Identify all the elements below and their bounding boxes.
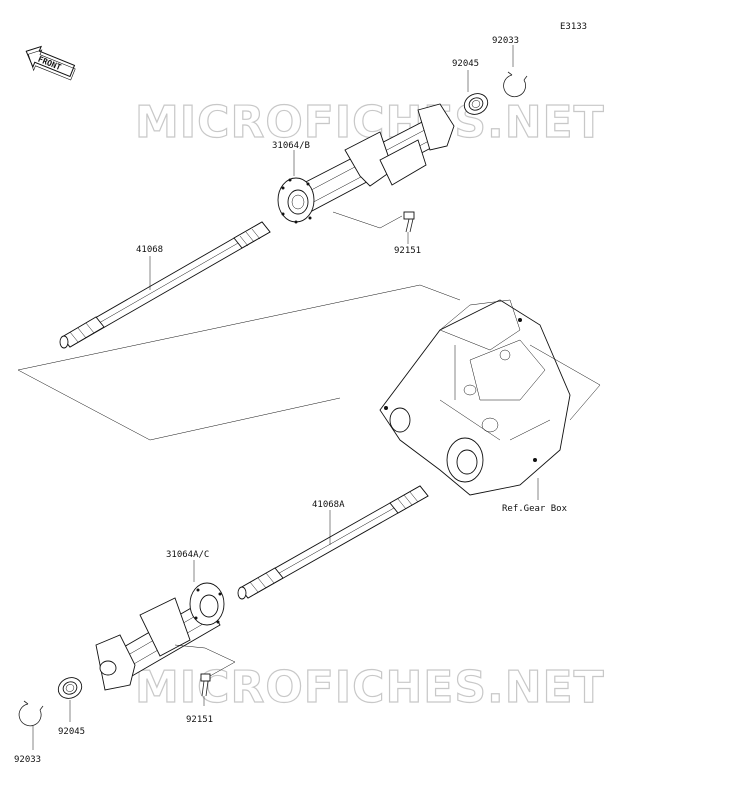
label-31064a-c: 31064A/C — [166, 550, 209, 560]
label-92151-top: 92151 — [394, 246, 421, 256]
label-92045-bottom: 92045 — [58, 727, 85, 737]
label-ref-gear-box: Ref.Gear Box — [502, 504, 568, 514]
gear-box-ref — [379, 299, 571, 496]
axle-shaft-bottom — [237, 485, 429, 600]
label-92151-bottom: 92151 — [186, 715, 213, 725]
label-41068a: 41068A — [312, 500, 345, 510]
bearing-top — [463, 93, 489, 115]
label-92045-top: 92045 — [452, 59, 479, 69]
label-92033-bottom: 92033 — [14, 755, 41, 765]
watermark-bottom: MICROFICHES.NET — [135, 662, 605, 713]
label-31064-b: 31064/B — [272, 141, 310, 151]
bolt-top — [403, 211, 415, 233]
snap-ring-bottom — [18, 700, 44, 727]
label-92033-top: 92033 — [492, 36, 519, 46]
axle-housing-bottom — [95, 582, 225, 691]
front-arrow-icon: FRONT — [25, 45, 76, 81]
label-41068: 41068 — [136, 245, 163, 255]
snap-ring-top — [503, 71, 528, 98]
axle-shaft-top — [59, 221, 271, 349]
bolt-bottom — [200, 673, 211, 697]
assembly-outline-box — [17, 284, 461, 441]
bearing-bottom — [57, 677, 83, 699]
axle-housing-top — [277, 103, 455, 224]
diagram-id: E3133 — [560, 22, 587, 32]
